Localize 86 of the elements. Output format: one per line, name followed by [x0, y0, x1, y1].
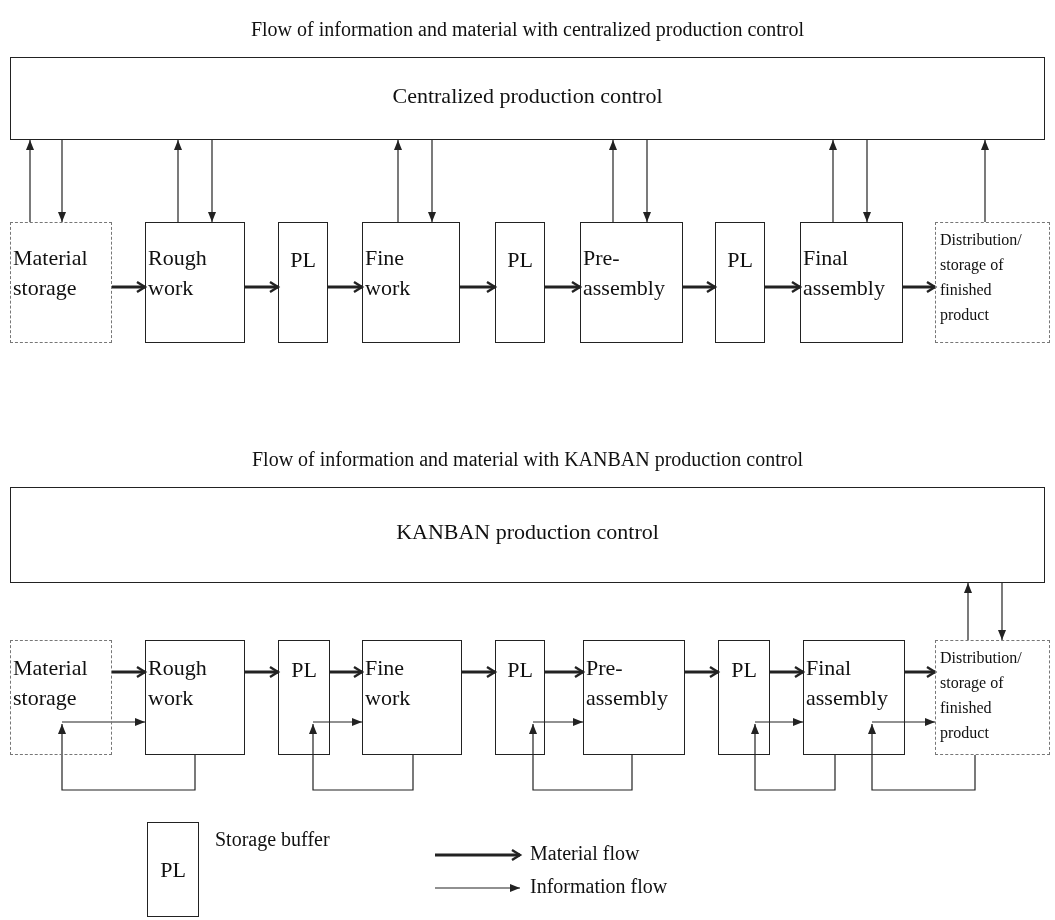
information-flow-arrow — [754, 718, 804, 726]
material-flow-arrow — [770, 665, 805, 679]
buffer-box — [278, 222, 328, 343]
node-label: Distribution/ storage of finished product — [940, 648, 1023, 744]
material-flow-arrow — [905, 665, 937, 679]
node-label: Distribution/ storage of finished product — [940, 230, 1023, 326]
buffer-box — [718, 640, 770, 755]
buffer-box — [147, 822, 199, 917]
information-flow-arrow — [394, 139, 402, 223]
information-flow-arrow — [751, 723, 836, 791]
node-label: Rough work — [148, 654, 208, 712]
buffer-box — [715, 222, 765, 343]
node-label: PL — [290, 656, 318, 684]
process-box — [362, 222, 460, 343]
material-flow-arrow — [245, 280, 280, 294]
node-label: Pre-assembly — [586, 654, 669, 712]
information-flow-arrow — [309, 723, 414, 791]
information-flow-arrow — [643, 139, 651, 223]
node-label: Final assembly — [806, 654, 889, 712]
process-box — [145, 222, 245, 343]
information-flow-arrow — [964, 582, 972, 641]
section-heading: Flow of information and material with KANBAN production control — [251, 448, 804, 471]
node-label: Rough work — [148, 244, 208, 302]
information-flow-arrow — [609, 139, 617, 223]
node-label: Final assembly — [803, 244, 886, 302]
process-box — [803, 640, 905, 755]
material-flow-arrow — [462, 665, 497, 679]
node-label: Fine work — [365, 244, 412, 302]
buffer-box — [495, 222, 545, 343]
node-label: PL — [289, 246, 317, 274]
node-label: Centralized production control — [391, 81, 664, 110]
information-flow-arrow — [871, 718, 936, 726]
material-flow-arrow — [245, 665, 280, 679]
node-label: PL — [730, 656, 758, 684]
material-flow-arrow — [765, 280, 802, 294]
material-flow-arrow — [460, 280, 497, 294]
legend-label: Material flow — [530, 842, 640, 865]
information-flow-arrow — [998, 582, 1006, 641]
information-flow-arrow — [981, 139, 989, 223]
material-flow-arrow — [112, 665, 147, 679]
node-label: Material storage — [13, 654, 89, 712]
information-flow-arrow — [868, 723, 976, 791]
material-flow-arrow — [903, 280, 937, 294]
process-box — [10, 640, 112, 755]
material-flow-arrow — [545, 280, 582, 294]
node-label: PL — [506, 246, 534, 274]
storage-box — [935, 222, 1050, 343]
storage-box — [935, 640, 1050, 755]
information-flow-arrow — [208, 139, 216, 223]
material-flow-arrow — [112, 280, 147, 294]
node-label: PL — [726, 246, 754, 274]
legend-label: Information flow — [530, 875, 668, 898]
information-flow-arrow — [26, 139, 34, 223]
material-flow-arrow — [545, 665, 585, 679]
node-caption: Storage buffer — [215, 828, 330, 851]
node-label: PL — [506, 656, 534, 684]
information-flow-arrow — [532, 718, 584, 726]
information-flow-arrow — [529, 723, 633, 791]
process-box — [10, 222, 112, 343]
node-label: Fine work — [365, 654, 412, 712]
process-box — [800, 222, 903, 343]
information-flow-arrow — [61, 718, 146, 726]
node-label: Pre-assembly — [583, 244, 666, 302]
information-flow-arrow — [428, 139, 436, 223]
process-box — [583, 640, 685, 755]
information-flow-arrow — [58, 139, 66, 223]
node-label: KANBAN production control — [395, 518, 660, 546]
information-flow-arrow — [58, 723, 196, 791]
node-label: Material storage — [13, 244, 89, 302]
node-label: PL — [159, 856, 187, 884]
buffer-box — [278, 640, 330, 755]
process-box — [362, 640, 462, 755]
buffer-box — [495, 640, 545, 755]
information-flow-arrow — [174, 139, 182, 223]
information-flow-arrow — [863, 139, 871, 223]
control-box — [10, 487, 1045, 583]
section-heading: Flow of information and material with centralized production control — [249, 18, 806, 41]
material-flow-arrow — [685, 665, 720, 679]
information-flow-arrow — [829, 139, 837, 223]
material-flow-arrow — [330, 665, 364, 679]
information-flow-arrow — [312, 718, 363, 726]
process-box — [145, 640, 245, 755]
material-flow-arrow — [328, 280, 364, 294]
control-box — [10, 57, 1045, 140]
process-box — [580, 222, 683, 343]
material-flow-arrow — [683, 280, 717, 294]
